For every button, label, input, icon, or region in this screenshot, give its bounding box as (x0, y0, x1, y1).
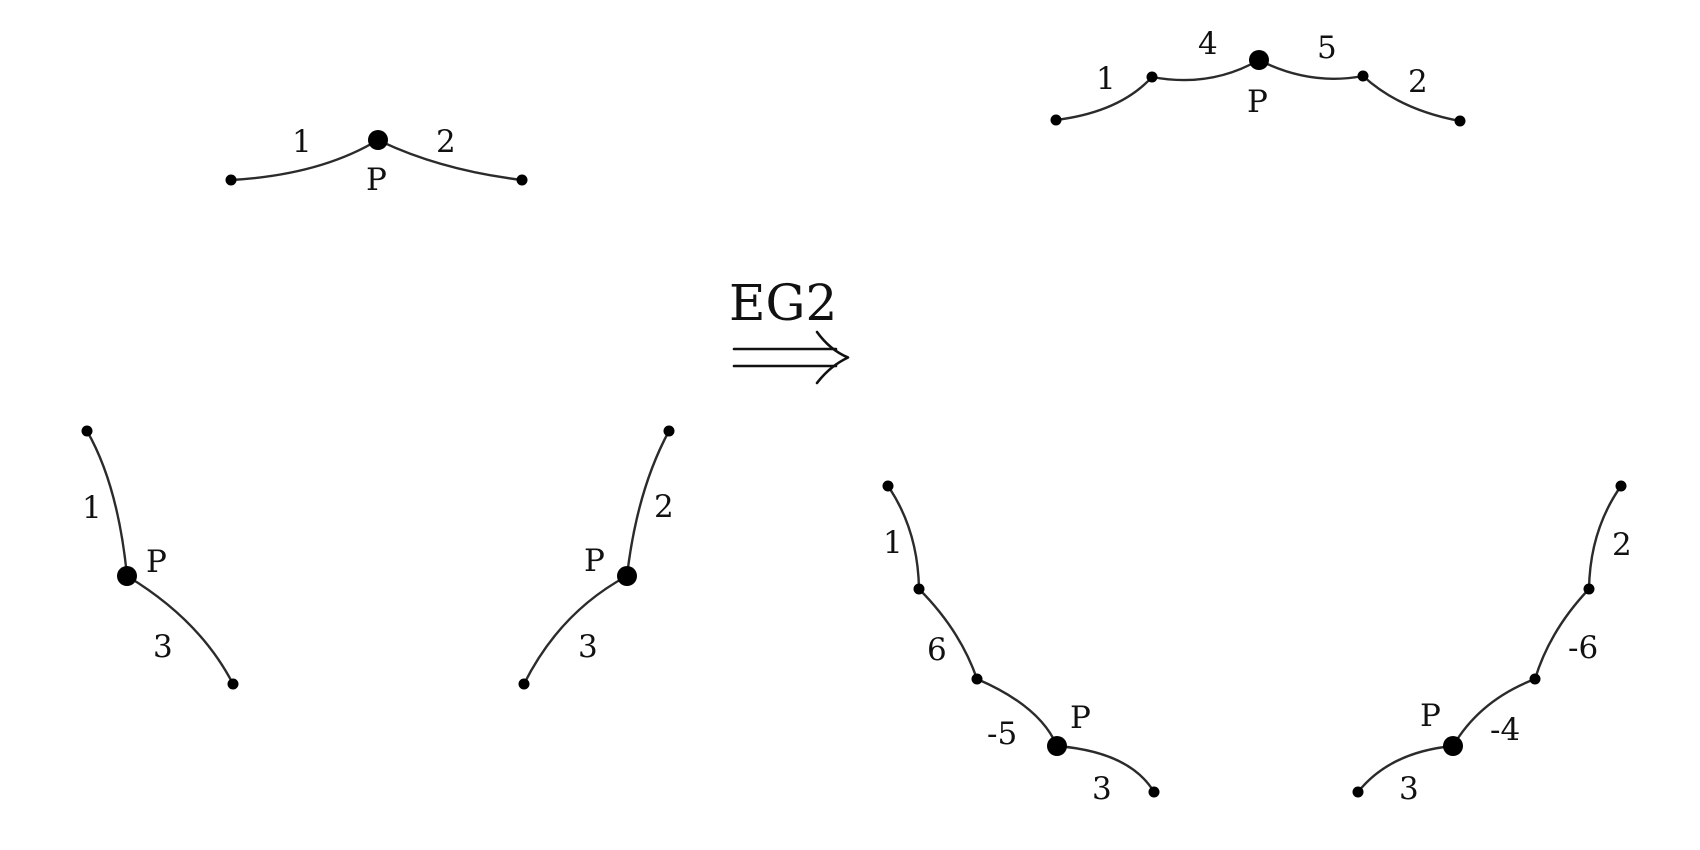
endpoint-node (663, 425, 675, 437)
joint-node (1583, 583, 1595, 595)
joint-node (1357, 70, 1369, 82)
edge-1 (1054, 75, 1154, 122)
joint-node (1146, 71, 1158, 83)
edge-label-1: 1 (883, 525, 903, 561)
edge-3 (522, 574, 629, 686)
endpoint-node (225, 174, 237, 186)
edge-label-5: 5 (1317, 30, 1337, 66)
before-left-graph: 1 3 P (81, 425, 239, 690)
point-label-p: P (1247, 84, 1268, 120)
endpoint-node (882, 480, 894, 492)
endpoint-node (518, 678, 530, 690)
endpoint-node (1352, 786, 1364, 798)
edge-2 (625, 429, 671, 578)
endpoint-node (1454, 115, 1466, 127)
endpoint-node (81, 425, 93, 437)
edge-label-3: 3 (578, 629, 598, 665)
endpoint-node (1050, 114, 1062, 126)
point-p-node (1443, 736, 1463, 756)
edge-label-3: 3 (1092, 771, 1112, 807)
edge-label-neg5: -5 (987, 716, 1017, 752)
edge-1 (229, 138, 380, 182)
point-label-p: P (1070, 700, 1091, 736)
edge-2 (1587, 484, 1623, 591)
after-top-graph: 1 4 5 2 P (1050, 26, 1466, 127)
point-p-node (1249, 50, 1269, 70)
joint-node (1529, 673, 1541, 685)
endpoint-node (227, 678, 239, 690)
edge-label-2: 2 (654, 489, 674, 525)
edge-5 (1257, 58, 1365, 80)
after-right-graph: 2 -6 -4 3 P (1352, 480, 1632, 807)
edge-label-1: 1 (1096, 61, 1116, 97)
point-label-p: P (146, 544, 167, 580)
edge-label-neg6: -6 (1568, 630, 1598, 666)
joint-node (971, 673, 983, 685)
edge-3 (125, 574, 235, 686)
endpoint-node (1615, 480, 1627, 492)
edge-label-neg4: -4 (1490, 712, 1520, 748)
point-label-p: P (584, 543, 605, 579)
operation-label: EG2 (729, 274, 837, 332)
point-p-node (1047, 736, 1067, 756)
edge-1 (886, 484, 921, 591)
edge-label-2: 2 (1612, 527, 1632, 563)
edge-neg4 (1451, 677, 1537, 748)
edge-label-3: 3 (153, 629, 173, 665)
edge-label-2: 2 (436, 124, 456, 160)
after-left-graph: 1 6 -5 3 P (882, 480, 1160, 807)
implies-arrow-icon (732, 330, 850, 385)
before-right-graph: 2 3 P (518, 425, 675, 690)
edge-label-3: 3 (1399, 771, 1419, 807)
edge-label-4: 4 (1198, 26, 1218, 62)
edge-3 (1356, 744, 1455, 794)
point-label-p: P (366, 162, 387, 198)
edge-6 (917, 587, 979, 681)
point-p-node (617, 566, 637, 586)
before-top-graph: 1 2 P (225, 124, 528, 198)
edge-3 (1055, 744, 1156, 794)
edge-neg6 (1533, 587, 1591, 681)
edge-4 (1150, 58, 1261, 82)
edge-label-1: 1 (292, 124, 312, 160)
endpoint-node (516, 174, 528, 186)
endpoint-node (1148, 786, 1160, 798)
edge-1 (85, 429, 129, 578)
point-p-node (117, 566, 137, 586)
point-label-p: P (1420, 698, 1441, 734)
edge-label-1: 1 (82, 490, 102, 526)
eg2-operation: EG2 (729, 274, 850, 385)
joint-node (913, 583, 925, 595)
edge-2 (1361, 74, 1462, 123)
edge-label-2: 2 (1408, 64, 1428, 100)
edge-2 (376, 138, 524, 182)
point-p-node (368, 130, 388, 150)
edge-label-6: 6 (927, 632, 947, 668)
